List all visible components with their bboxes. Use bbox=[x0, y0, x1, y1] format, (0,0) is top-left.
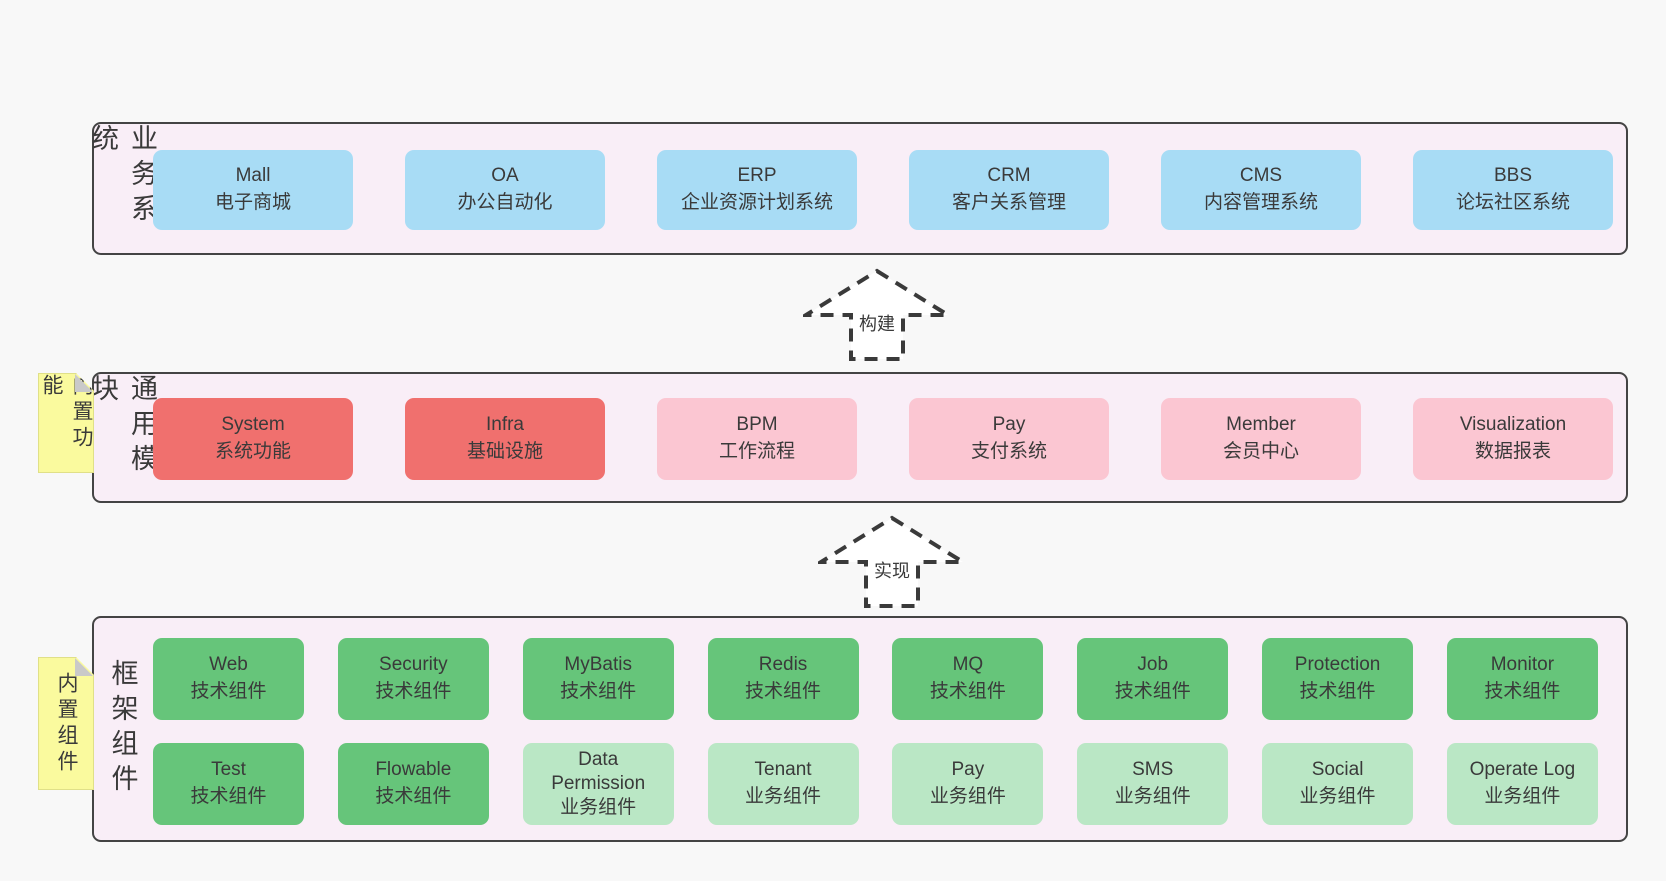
box-title: ERP bbox=[737, 165, 777, 187]
box-title: SMS bbox=[1132, 759, 1174, 781]
box-title: Pay bbox=[992, 414, 1026, 436]
box-oa: OA 办公自动化 bbox=[405, 150, 605, 230]
box-title: Job bbox=[1137, 654, 1169, 676]
box-subtitle: 会员中心 bbox=[1222, 441, 1299, 462]
box-pay: Pay 支付系统 bbox=[909, 398, 1109, 480]
box-title: BBS bbox=[1493, 165, 1533, 187]
box-subtitle: 电子商城 bbox=[214, 192, 291, 213]
box-title: Social bbox=[1311, 759, 1364, 781]
box-infra: Infra 基础设施 bbox=[405, 398, 605, 480]
box-title: Protection bbox=[1294, 654, 1381, 676]
box-title: Mall bbox=[235, 165, 271, 187]
box-tenant: Tenant 业务组件 bbox=[707, 743, 859, 825]
box-subtitle: 工作流程 bbox=[718, 441, 795, 462]
box-subtitle: 企业资源计划系统 bbox=[680, 192, 833, 213]
box-visualization: Visualization 数据报表 bbox=[1413, 398, 1613, 480]
box-title: Web bbox=[209, 654, 248, 676]
box-title: Test bbox=[211, 759, 246, 781]
box-title: OA bbox=[491, 165, 519, 187]
box-mall: Mall 电子商城 bbox=[153, 150, 353, 230]
box-subtitle: 技术组件 bbox=[375, 786, 452, 807]
box-subtitle: 内容管理系统 bbox=[1203, 192, 1318, 213]
box-title: Redis bbox=[758, 654, 808, 676]
box-subtitle: 系统功能 bbox=[214, 441, 291, 462]
box-system: System 系统功能 bbox=[153, 398, 353, 480]
box-title: Monitor bbox=[1490, 654, 1555, 676]
box-subtitle: 技术组件 bbox=[1299, 681, 1376, 702]
box-crm: CRM 客户关系管理 bbox=[909, 150, 1109, 230]
box-title: CRM bbox=[987, 165, 1031, 187]
box-title: Tenant bbox=[754, 759, 812, 781]
box-subtitle: 业务组件 bbox=[1299, 786, 1376, 807]
arrow-build: 构建 bbox=[803, 268, 951, 362]
box-subtitle: 业务组件 bbox=[560, 797, 637, 819]
box-pay-biz: Pay 业务组件 bbox=[892, 743, 1044, 825]
box-subtitle: 技术组件 bbox=[745, 681, 822, 702]
box-title: Visualization bbox=[1459, 414, 1567, 436]
box-title: BPM bbox=[736, 414, 778, 436]
sticky-builtin-components: 内置组件 bbox=[38, 657, 94, 790]
box-test: Test 技术组件 bbox=[153, 743, 304, 825]
sticky-builtin-components-label: 内置组件 bbox=[55, 671, 78, 776]
box-subtitle: 技术组件 bbox=[375, 681, 452, 702]
box-subtitle: 技术组件 bbox=[1484, 681, 1561, 702]
box-subtitle: 论坛社区系统 bbox=[1455, 192, 1570, 213]
box-mybatis: MyBatis 技术组件 bbox=[522, 638, 674, 720]
box-protection: Protection 技术组件 bbox=[1262, 638, 1414, 720]
box-title: Operate Log bbox=[1469, 759, 1576, 781]
box-title: Pay bbox=[951, 759, 985, 781]
box-monitor: Monitor 技术组件 bbox=[1446, 638, 1598, 720]
box-subtitle: 数据报表 bbox=[1474, 441, 1551, 462]
box-flowable: Flowable 技术组件 bbox=[337, 743, 489, 825]
box-sms: SMS 业务组件 bbox=[1077, 743, 1229, 825]
box-title: Flowable bbox=[375, 759, 452, 781]
box-title: MQ bbox=[952, 654, 984, 676]
layer-components-label: 框架组件 bbox=[107, 659, 138, 799]
sticky-builtin-features: 内置功能 bbox=[38, 373, 94, 473]
arrow-implement-label: 实现 bbox=[871, 557, 913, 583]
box-erp: ERP 企业资源计划系统 bbox=[657, 150, 857, 230]
box-title: CMS bbox=[1239, 165, 1283, 187]
box-title: System bbox=[221, 414, 285, 436]
box-subtitle: 业务组件 bbox=[745, 786, 822, 807]
box-job: Job 技术组件 bbox=[1077, 638, 1229, 720]
box-subtitle: 业务组件 bbox=[1484, 786, 1561, 807]
box-title: MyBatis bbox=[564, 654, 632, 676]
box-subtitle: 技术组件 bbox=[560, 681, 637, 702]
box-bpm: BPM 工作流程 bbox=[657, 398, 857, 480]
box-social: Social 业务组件 bbox=[1262, 743, 1414, 825]
layer-business-label: 业务系统 bbox=[88, 124, 157, 229]
layer-framework-components: 框架组件 Web 技术组件 Security 技术组件 MyBatis 技术组件… bbox=[92, 616, 1628, 842]
box-title: Security bbox=[379, 654, 448, 676]
box-operate-log: Operate Log 业务组件 bbox=[1446, 743, 1598, 825]
folded-corner-icon bbox=[75, 658, 93, 676]
box-subtitle: 基础设施 bbox=[466, 441, 543, 462]
box-title: Data Permission bbox=[551, 748, 646, 794]
layer-business-systems: 业务系统 Mall 电子商城 OA 办公自动化 ERP 企业资源计划系统 CRM… bbox=[88, 122, 1628, 255]
box-web: Web 技术组件 bbox=[153, 638, 304, 720]
layer-modules-label: 通用模块 bbox=[88, 374, 157, 479]
box-subtitle: 业务组件 bbox=[1114, 786, 1191, 807]
box-data-permission: Data Permission 业务组件 bbox=[522, 743, 674, 825]
box-redis: Redis 技术组件 bbox=[707, 638, 859, 720]
sticky-builtin-features-label: 内置功能 bbox=[40, 374, 93, 452]
box-security: Security 技术组件 bbox=[337, 638, 489, 720]
box-member: Member 会员中心 bbox=[1161, 398, 1361, 480]
layer-common-modules: 通用模块 System 系统功能 Infra 基础设施 BPM 工作流程 Pay… bbox=[88, 372, 1628, 503]
box-title: Member bbox=[1226, 414, 1296, 436]
box-mq: MQ 技术组件 bbox=[892, 638, 1044, 720]
box-subtitle: 技术组件 bbox=[929, 681, 1006, 702]
box-subtitle: 办公自动化 bbox=[457, 192, 553, 213]
arrow-build-label: 构建 bbox=[856, 310, 898, 336]
box-subtitle: 支付系统 bbox=[970, 441, 1047, 462]
box-subtitle: 业务组件 bbox=[929, 786, 1006, 807]
box-subtitle: 客户关系管理 bbox=[951, 192, 1066, 213]
box-subtitle: 技术组件 bbox=[190, 681, 267, 702]
box-subtitle: 技术组件 bbox=[1114, 681, 1191, 702]
box-cms: CMS 内容管理系统 bbox=[1161, 150, 1361, 230]
arrow-implement: 实现 bbox=[818, 515, 966, 609]
box-title: Infra bbox=[485, 414, 525, 436]
box-subtitle: 技术组件 bbox=[190, 786, 267, 807]
box-bbs: BBS 论坛社区系统 bbox=[1413, 150, 1613, 230]
